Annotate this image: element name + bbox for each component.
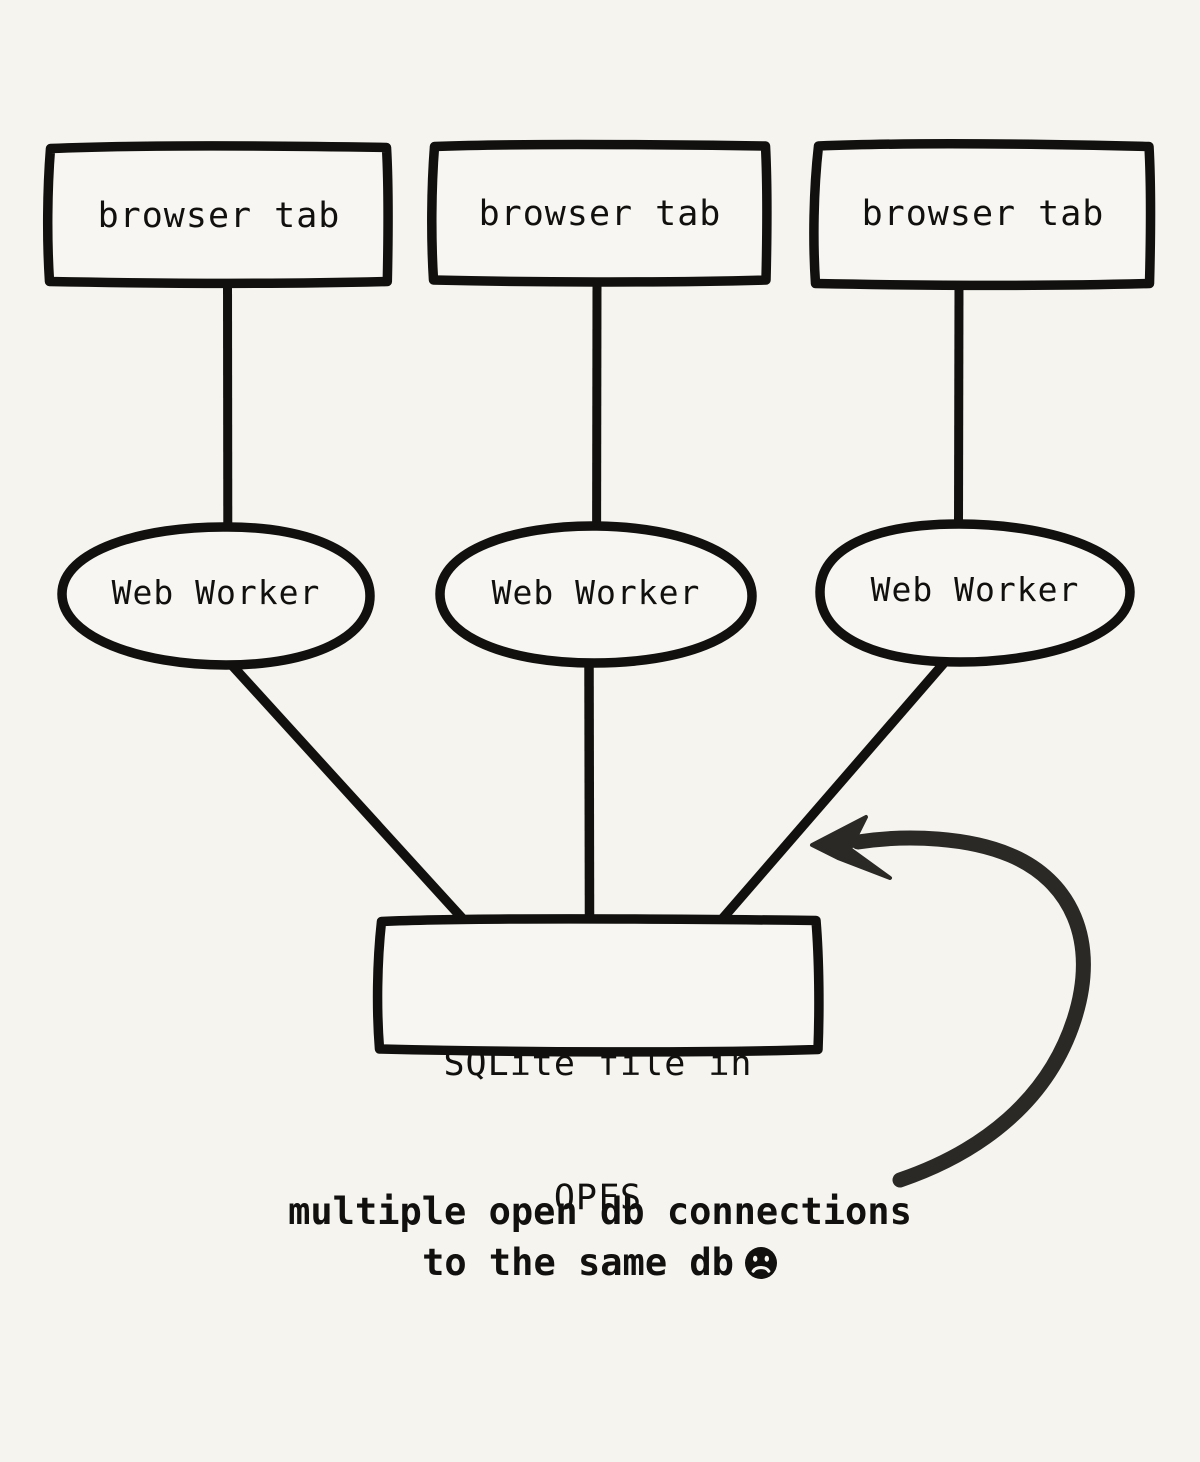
web-worker-ellipse-1[interactable] [57, 522, 375, 670]
web-worker-ellipse-2[interactable] [435, 521, 757, 668]
browser-tab-box-2[interactable] [427, 139, 772, 287]
annotation-arrowhead [810, 815, 892, 880]
annotation-caption-line-1: multiple open db connections [288, 1190, 912, 1233]
connector-worker2-store [584, 661, 595, 919]
browser-tab-box-1[interactable] [42, 141, 393, 288]
sqlite-store-box[interactable] [372, 914, 824, 1057]
annotation-arrow-curve [850, 830, 1091, 1188]
frowning-face-icon [744, 1242, 778, 1280]
browser-tab-box-3[interactable] [809, 139, 1156, 291]
annotation-arrow-tail-taper [899, 1140, 975, 1186]
connector-worker3-store [719, 659, 948, 922]
connector-worker1-store [225, 658, 466, 922]
web-worker-ellipse-3[interactable] [815, 519, 1135, 667]
annotation-caption-line-2: to the same db [422, 1241, 734, 1285]
annotation-caption-line-2-row: to the same db [0, 1237, 1200, 1288]
annotation-caption: multiple open db connections to the same… [0, 1186, 1200, 1288]
connector-tab3-worker3 [954, 282, 964, 525]
